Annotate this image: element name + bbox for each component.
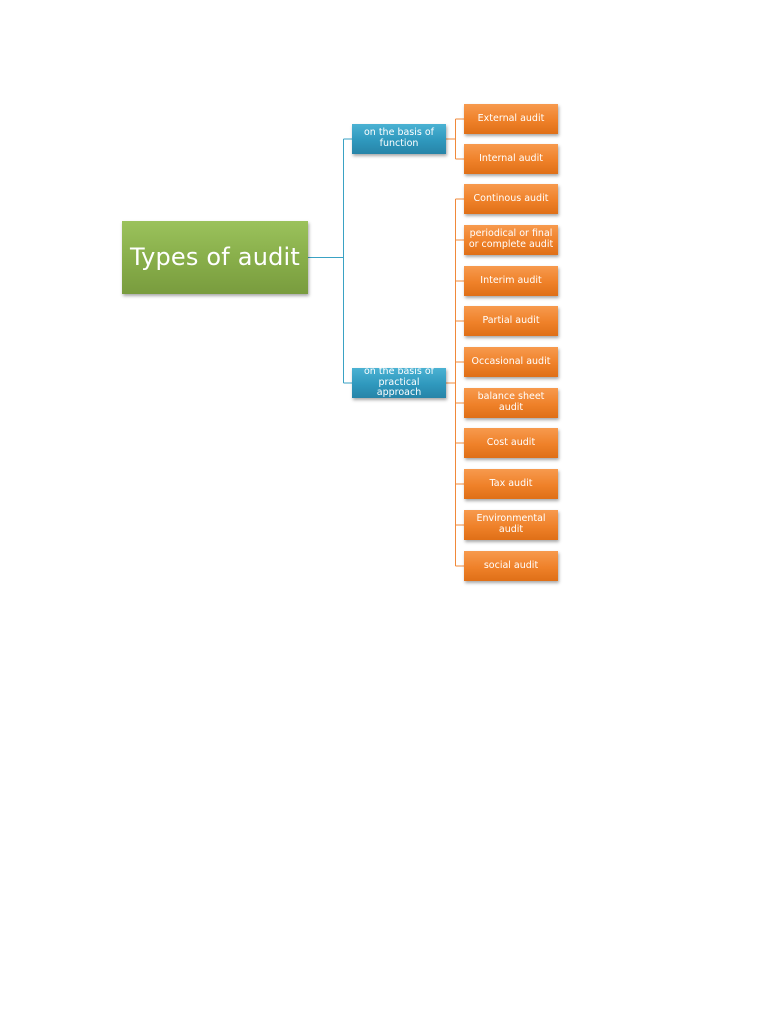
leaf-node-cost-audit: Cost audit	[464, 428, 558, 458]
leaf-node-label: Occasional audit	[471, 355, 551, 367]
leaf-node-label: External audit	[477, 112, 545, 124]
leaf-node-label: Internal audit	[479, 152, 543, 164]
leaf-node-label: Environmental audit	[476, 513, 546, 535]
leaf-node-balance-sheet-audit: balance sheet audit	[464, 388, 558, 418]
leaf-node-occasional-audit: Occasional audit	[464, 347, 558, 377]
category-node-function: on the basis of function	[352, 124, 446, 154]
leaf-node-external-audit: External audit	[464, 104, 558, 134]
category-node-label: on the basis of function	[363, 127, 435, 149]
leaf-node-internal-audit: Internal audit	[464, 144, 558, 174]
leaf-node-label: Partial audit	[482, 314, 540, 326]
leaf-node-label: Cost audit	[486, 436, 536, 448]
category-node-practical-approach: on the basis of practical approach	[352, 365, 446, 399]
leaf-node-label: Interim audit	[480, 274, 542, 286]
leaf-node-label: social audit	[483, 559, 539, 571]
category-node-label: on the basis of practical approach	[363, 365, 435, 399]
leaf-node-label: balance sheet audit	[477, 391, 545, 413]
leaf-node-label: periodical or final or complete audit	[468, 228, 554, 250]
leaf-node-partial-audit: Partial audit	[464, 306, 558, 336]
leaf-node-label: Continous audit	[473, 192, 549, 204]
leaf-node-label: Tax audit	[489, 477, 533, 489]
root-node-label: Types of audit	[129, 242, 301, 271]
leaf-node-interim-audit: Interim audit	[464, 266, 558, 296]
leaf-node-periodical-audit: periodical or final or complete audit	[464, 225, 558, 255]
leaf-node-tax-audit: Tax audit	[464, 469, 558, 499]
leaf-node-environmental-audit: Environmental audit	[464, 510, 558, 540]
root-node-types-of-audit: Types of audit	[122, 221, 308, 294]
leaf-node-social-audit: social audit	[464, 551, 558, 581]
leaf-node-continous-audit: Continous audit	[464, 184, 558, 214]
